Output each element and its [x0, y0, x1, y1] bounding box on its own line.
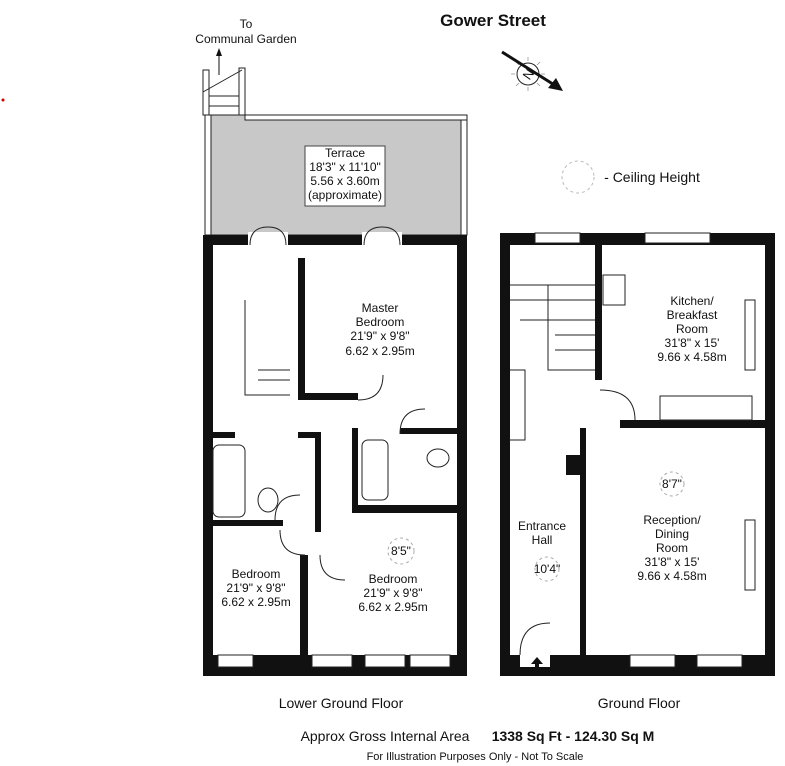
- reception-ceiling: 8'7": [662, 477, 682, 491]
- bedroom-left-metric: 6.62 x 2.95m: [221, 595, 290, 609]
- red-marker: [1, 98, 5, 102]
- bedroom-left-imperial: 21'9" x 9'8": [226, 581, 285, 595]
- bedroom-right-name: Bedroom: [369, 572, 418, 586]
- garden-arrow-head-icon: [216, 48, 222, 56]
- kitchen-name3: Room: [676, 322, 708, 336]
- bedroom-right-ceiling: 8'5": [391, 544, 411, 558]
- reception-imperial: 31'8" x 15': [645, 555, 700, 569]
- terrace-note: (approximate): [308, 188, 382, 202]
- master-bedroom-name: Master: [362, 301, 399, 315]
- master-bedroom-name2: Bedroom: [356, 315, 405, 329]
- master-bedroom-imperial: 21'9" x 9'8": [350, 329, 409, 343]
- area-value: 1338 Sq Ft - 124.30 Sq M: [492, 728, 655, 744]
- reception-name1: Reception/: [643, 513, 701, 527]
- entrance-arrow-icon: [531, 657, 543, 672]
- bedroom-right-metric: 6.62 x 2.95m: [358, 600, 427, 614]
- ceiling-height-legend-label: - Ceiling Height: [604, 169, 700, 185]
- ceiling-height-marker: [387, 537, 415, 565]
- garden-note-line2: Communal Garden: [195, 32, 296, 46]
- garden-note-line1: To: [240, 17, 253, 31]
- ceiling-height-legend-icon: [561, 160, 595, 194]
- terrace-imperial: 18'3" x 11'10": [309, 160, 381, 174]
- terrace-name: Terrace: [325, 146, 365, 160]
- bedroom-left-name: Bedroom: [232, 567, 281, 581]
- terrace-label-box: [304, 145, 386, 207]
- reception-name2: Dining: [655, 527, 689, 541]
- disclaimer: For Illustration Purposes Only - Not To …: [367, 751, 584, 763]
- lower-ground-floor-plan: [202, 67, 468, 676]
- north-compass-icon: N: [501, 50, 563, 91]
- ground-floor-plan: [500, 232, 775, 676]
- entrance-hall-name1: Entrance: [518, 519, 566, 533]
- lower-ground-floor-label: Lower Ground Floor: [279, 695, 404, 711]
- entrance-hall-name2: Hall: [532, 533, 553, 547]
- street-name: Gower Street: [440, 11, 546, 30]
- bedroom-right-imperial: 21'9" x 9'8": [363, 586, 422, 600]
- kitchen-name2: Breakfast: [667, 308, 718, 322]
- kitchen-name1: Kitchen/: [670, 294, 714, 308]
- reception-metric: 9.66 x 4.58m: [637, 569, 706, 583]
- entrance-hall-ceiling: 10'4": [534, 562, 561, 576]
- terrace-metric: 5.56 x 3.60m: [310, 174, 379, 188]
- master-bedroom-metric: 6.62 x 2.95m: [345, 344, 414, 358]
- area-label: Approx Gross Internal Area: [301, 728, 470, 744]
- kitchen-metric: 9.66 x 4.58m: [657, 350, 726, 364]
- kitchen-imperial: 31'8" x 15': [665, 336, 720, 350]
- ground-floor-label: Ground Floor: [598, 695, 681, 711]
- reception-name3: Room: [656, 541, 688, 555]
